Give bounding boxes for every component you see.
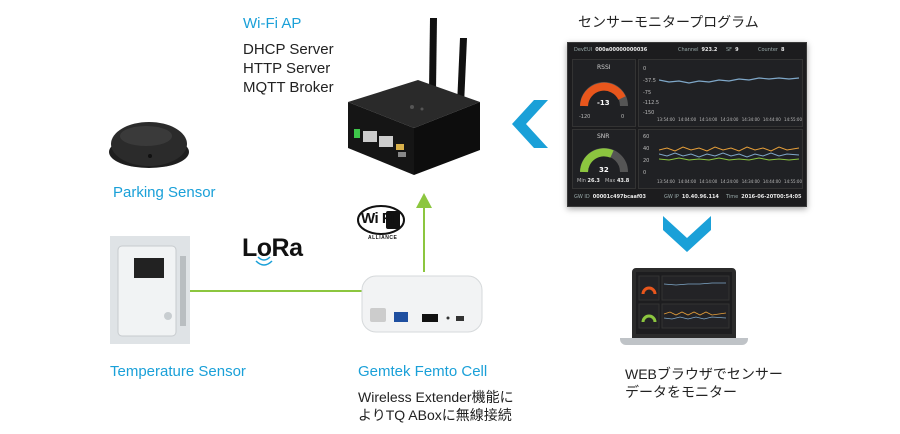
femto-cell-desc-line1: Wireless Extender機能に xyxy=(358,389,514,405)
rssi-chart-panel: 0 -37.5 -75 -112.5 -150 13:54:00 14:04:0… xyxy=(638,59,803,127)
sf-value: 9 xyxy=(735,47,739,53)
snr-chart-panel: 60 40 20 0 13:54:00 14:04:00 14:14:00 14… xyxy=(638,129,803,189)
femto-cell-image xyxy=(361,275,483,333)
rssi-ytick: -150 xyxy=(643,110,655,116)
rssi-xtick: 13:54:00 xyxy=(657,117,675,122)
snr-xtick: 14:24:00 xyxy=(720,179,739,184)
snr-ytick: 60 xyxy=(643,134,650,140)
counter-value: 8 xyxy=(780,47,785,53)
snr-xtick: 14:34:00 xyxy=(741,179,760,184)
rssi-value: -13 xyxy=(597,99,610,107)
rssi-gauge xyxy=(580,82,628,107)
snr-xtick: 14:44:00 xyxy=(762,179,781,184)
femto-cell-title: Gemtek Femto Cell xyxy=(358,363,488,380)
web-monitor-line1: WEBブラウザでセンサー xyxy=(625,366,783,382)
down-arrow-icon xyxy=(663,216,711,252)
up-arrow-icon xyxy=(416,193,432,208)
web-monitor-line2: データをモニター xyxy=(625,384,737,400)
wifi-ap-service-http: HTTP Server xyxy=(243,60,331,77)
sf-label: SF xyxy=(726,47,733,53)
temperature-sensor-label: Temperature Sensor xyxy=(110,363,246,380)
monitor-program-title: センサーモニタープログラム xyxy=(578,14,759,30)
counter-label: Counter xyxy=(758,47,778,53)
laptop-base xyxy=(620,338,748,345)
channel-value: 923.2 xyxy=(701,47,718,53)
snr-gauge xyxy=(580,148,628,173)
snr-line-chart xyxy=(659,146,799,161)
femto-cell-desc-line2: よりTQ ABoxに無線接続 xyxy=(358,407,512,423)
wifi-ap-service-dhcp: DHCP Server xyxy=(243,41,334,58)
snr-ytick: 20 xyxy=(643,158,650,164)
devaddr-label: DevEUI xyxy=(574,47,593,53)
temperature-sensor-image xyxy=(110,236,190,344)
snr-min-label: Min xyxy=(577,178,586,184)
snr-ytick: 0 xyxy=(643,170,647,176)
rssi-ytick: -112.5 xyxy=(643,100,660,106)
lora-logo: LoRa xyxy=(242,234,303,262)
rssi-ytick: -37.5 xyxy=(643,78,656,84)
rssi-gauge-min: -120 xyxy=(579,114,591,120)
snr-xtick: 14:14:00 xyxy=(699,179,718,184)
left-arrow-icon xyxy=(512,100,548,148)
wifi-ap-router-image xyxy=(348,18,480,175)
laptop-screen xyxy=(632,268,736,338)
rssi-xtick: 14:44:00 xyxy=(762,117,781,122)
snr-gauge-panel: SNR 32 Min 26.3 Max 43.8 xyxy=(572,129,636,189)
rssi-xtick: 14:55:00 xyxy=(784,117,802,122)
rssi-label: RSSI xyxy=(597,64,611,71)
rssi-line-chart xyxy=(659,77,799,84)
snr-xtick: 13:54:00 xyxy=(657,179,675,184)
rssi-gauge-max: 0 xyxy=(621,114,625,120)
wifi-alliance-sub: ALLIANCE xyxy=(368,235,398,241)
gwip-value: 10.40.96.114 xyxy=(681,194,719,200)
snr-label: SNR xyxy=(597,133,610,140)
snr-xtick: 14:55:00 xyxy=(784,179,802,184)
lora-wave-icon xyxy=(255,256,273,266)
wifi-ap-title: Wi-Fi AP xyxy=(243,15,302,32)
snr-xtick: 14:04:00 xyxy=(678,179,697,184)
snr-min-value: 26.3 xyxy=(587,178,600,184)
gwid-label: GW ID xyxy=(574,194,590,200)
rssi-xtick: 14:24:00 xyxy=(720,117,739,122)
time-value: 2016-06-20T00:54:05 xyxy=(741,194,802,200)
gwid-value: 00001c497bcaaf03 xyxy=(592,194,646,200)
rssi-ytick: -75 xyxy=(643,90,652,96)
rssi-gauge-panel: RSSI -13 -120 0 xyxy=(572,59,636,127)
snr-value: 32 xyxy=(599,166,609,174)
wifi-ap-service-mqtt: MQTT Broker xyxy=(243,79,334,96)
rssi-xtick: 14:14:00 xyxy=(699,117,718,122)
channel-label: Channel xyxy=(678,47,699,53)
snr-ytick: 40 xyxy=(643,146,650,152)
parking-sensor-label: Parking Sensor xyxy=(113,184,216,201)
rssi-xtick: 14:04:00 xyxy=(678,117,697,122)
wifi-alliance-text: Wi Fi xyxy=(361,210,395,227)
snr-max-value: 43.8 xyxy=(616,178,630,184)
wifi-alliance-logo: Wi Fi ALLIANCE xyxy=(356,205,406,243)
rssi-ytick: 0 xyxy=(643,66,647,72)
time-label: Time xyxy=(726,194,739,200)
snr-max-label: Max xyxy=(605,178,616,184)
devaddr-value: 000a00000000036 xyxy=(595,47,648,53)
wifi-alliance-wordmark: Wi Fi xyxy=(361,210,395,227)
parking-sensor-image xyxy=(109,122,189,168)
gwip-label: GW IP xyxy=(664,194,679,200)
rssi-xtick: 14:34:00 xyxy=(741,117,760,122)
